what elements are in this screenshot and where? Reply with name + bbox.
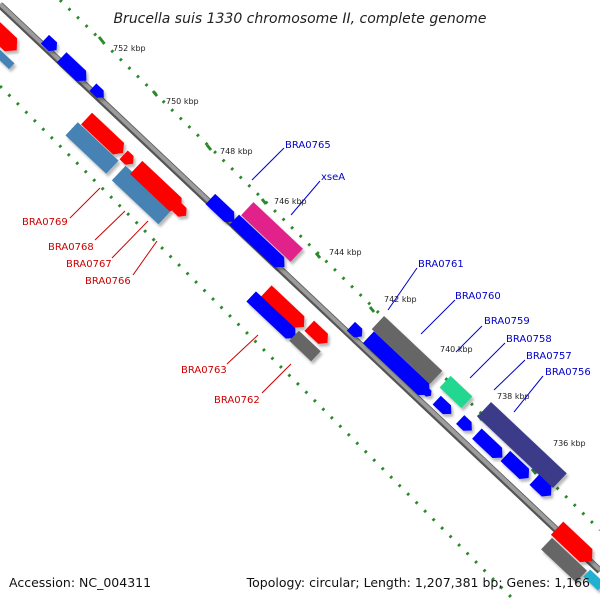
- gene-red-small-b[interactable]: [172, 202, 191, 221]
- gene-blue-3[interactable]: [89, 83, 107, 102]
- gene-BRA0758[interactable]: [456, 415, 476, 435]
- gene-labels-red: BRA0769 BRA0768 BRA0767 BRA0766 BRA0763 …: [22, 217, 260, 406]
- gene-teal-partial-bottom[interactable]: [583, 569, 600, 591]
- gene-blue-2[interactable]: [56, 52, 91, 86]
- scale-label-736: 736 kbp: [553, 439, 586, 448]
- gene-red-partial-top[interactable]: [0, 17, 23, 57]
- gene-BRA0763[interactable]: [260, 285, 310, 332]
- tick-746: [260, 198, 268, 205]
- label-BRA0760: BRA0760: [455, 291, 501, 302]
- scale-label-738: 738 kbp: [497, 392, 530, 401]
- leader-lines-red: [69, 187, 292, 394]
- scale-label-742: 742 kbp: [384, 295, 417, 304]
- summary-text: Topology: circular; Length: 1,207,381 bp…: [246, 575, 590, 590]
- gene-blue-tiny[interactable]: [423, 388, 434, 399]
- tick-742: [368, 306, 376, 313]
- gene-blue-1[interactable]: [40, 34, 61, 55]
- gene-BRA0768[interactable]: [81, 112, 128, 159]
- label-BRA0758: BRA0758: [506, 334, 552, 345]
- gene-BRA0769[interactable]: [65, 122, 119, 174]
- gene-blue-small-e[interactable]: [529, 474, 555, 501]
- tick-750: [151, 90, 159, 97]
- tick-744: [314, 252, 322, 259]
- map-title: Brucella suis 1330 chromosome II, comple…: [113, 11, 486, 27]
- accession-text: Accession: NC_004311: [9, 575, 151, 590]
- gene-BRA0765[interactable]: [205, 193, 240, 227]
- label-BRA0768: BRA0768: [48, 242, 94, 253]
- gene-grey-partial-bottom[interactable]: [541, 537, 587, 583]
- gene-xseA[interactable]: [241, 202, 303, 262]
- gene-BRA0759[interactable]: [439, 375, 473, 409]
- label-BRA0763: BRA0763: [181, 365, 227, 376]
- gene-features: [0, 17, 600, 591]
- scale-label-744: 744 kbp: [329, 248, 362, 257]
- gene-blue-small-d[interactable]: [432, 395, 456, 418]
- gene-BRA0761[interactable]: [371, 316, 443, 384]
- tick-748: [205, 144, 213, 151]
- scale-track-inner: [0, 84, 516, 600]
- scale-labels: 752 kbp 750 kbp 748 kbp 746 kbp 744 kbp …: [113, 44, 586, 448]
- scale-label-748: 748 kbp: [220, 147, 253, 156]
- gene-BRA0767[interactable]: [111, 165, 173, 225]
- tick-736: [530, 468, 538, 475]
- label-BRA0765: BRA0765: [285, 140, 331, 151]
- gene-steelblue-partial-top[interactable]: [0, 45, 15, 70]
- gene-BRA0757[interactable]: [472, 428, 507, 463]
- label-BRA0762: BRA0762: [214, 395, 260, 406]
- label-BRA0757: BRA0757: [526, 351, 572, 362]
- label-xseA: xseA: [321, 172, 345, 183]
- gene-BRA0756[interactable]: [477, 402, 567, 488]
- gene-BRA0762[interactable]: [289, 330, 321, 362]
- gene-BRA0760[interactable]: [362, 331, 435, 400]
- leader-lines-blue: [251, 147, 544, 413]
- label-BRA0761: BRA0761: [418, 259, 464, 270]
- chromosome-backbone: [0, 2, 600, 574]
- label-BRA0769: BRA0769: [22, 217, 68, 228]
- gene-blue-long-b[interactable]: [246, 291, 300, 343]
- gene-blue-small-c[interactable]: [346, 321, 366, 341]
- scale-label-746: 746 kbp: [274, 197, 307, 206]
- tick-752: [97, 36, 105, 43]
- gene-red-mid[interactable]: [304, 320, 332, 348]
- scale-label-752: 752 kbp: [113, 44, 146, 53]
- scale-label-750: 750 kbp: [166, 97, 199, 106]
- label-BRA0756: BRA0756: [545, 367, 591, 378]
- gene-labels-blue: BRA0765 xseA BRA0761 BRA0760 BRA0759 BRA…: [285, 140, 591, 378]
- label-BRA0767: BRA0767: [66, 259, 112, 270]
- gene-blue-long-a[interactable]: [229, 214, 289, 273]
- gene-red-partial-bottom[interactable]: [550, 521, 598, 568]
- gene-BRA0766[interactable]: [129, 160, 187, 217]
- label-BRA0766: BRA0766: [85, 276, 131, 287]
- gene-blue-long-c[interactable]: [500, 450, 534, 483]
- scale-label-740: 740 kbp: [440, 345, 473, 354]
- gene-red-small-a[interactable]: [119, 150, 138, 169]
- label-BRA0759: BRA0759: [484, 316, 530, 327]
